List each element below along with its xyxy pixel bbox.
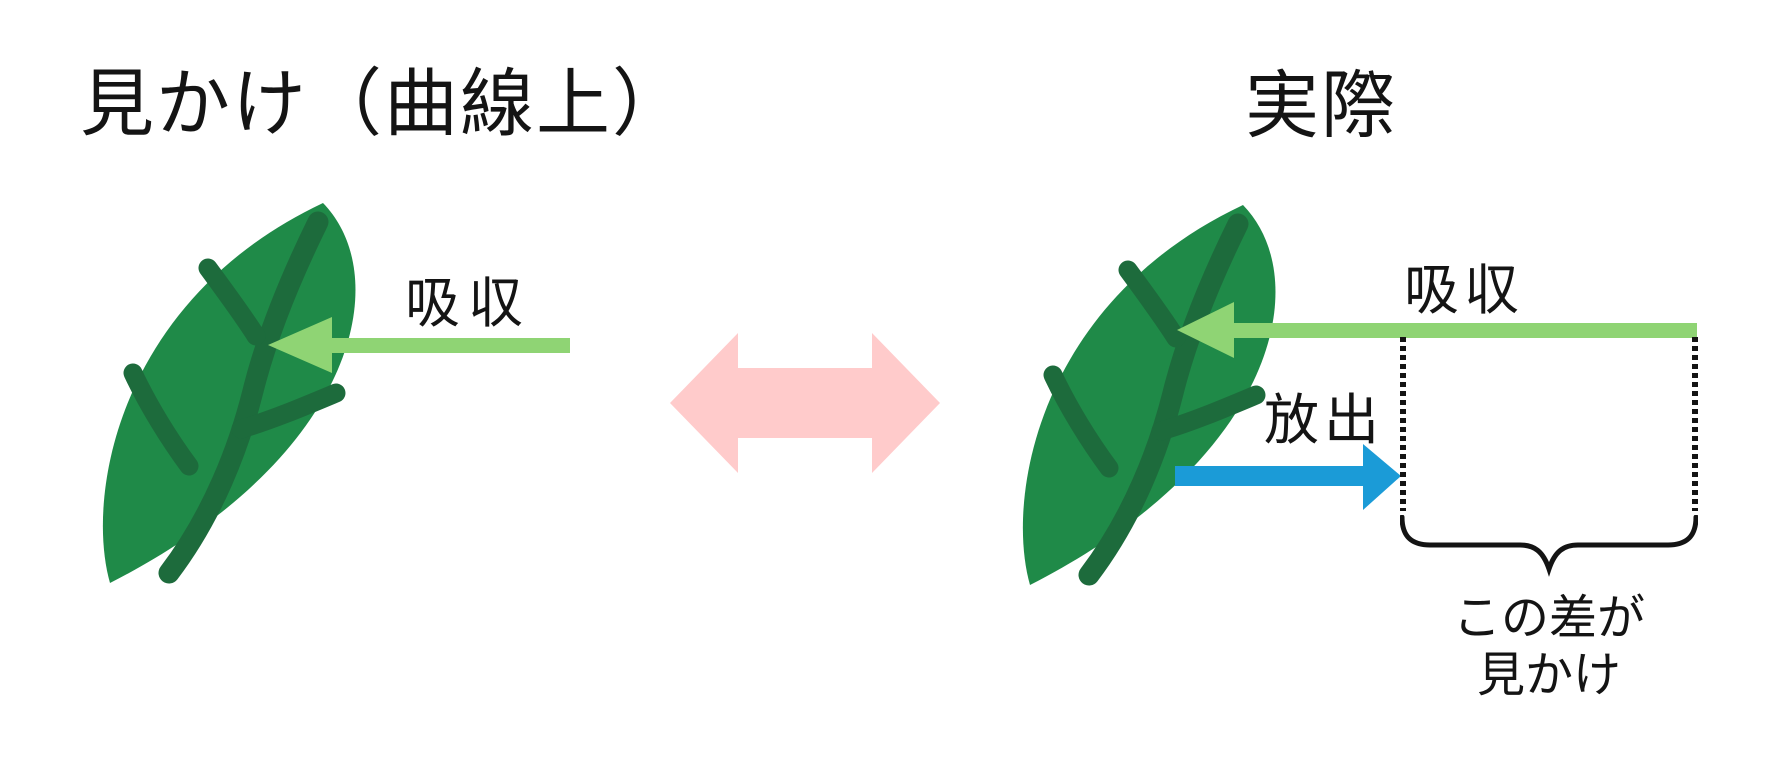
absorb-label-left: 吸収 — [405, 272, 532, 334]
left-panel-title: 見かけ（曲線上） — [80, 62, 688, 145]
absorb-label-right: 吸収 — [1404, 259, 1525, 321]
difference-brace-icon — [1400, 515, 1698, 581]
dotted-guide-line-right — [1692, 337, 1698, 511]
compare-double-arrow-icon — [670, 333, 940, 473]
release-label: 放出 — [1264, 389, 1385, 451]
absorb-arrow-icon-left — [268, 315, 570, 375]
right-panel-title: 実際 — [1245, 64, 1397, 147]
absorb-arrow-icon-right — [1177, 302, 1697, 358]
difference-caption: この差が 見かけ — [1398, 590, 1700, 704]
difference-caption-line1: この差が — [1452, 592, 1645, 645]
leaf-icon — [95, 195, 365, 590]
difference-caption-line2: 見かけ — [1476, 649, 1621, 702]
leaf-icon — [1015, 197, 1285, 592]
dotted-guide-line-left — [1400, 337, 1406, 511]
release-arrow-icon — [1175, 444, 1401, 510]
